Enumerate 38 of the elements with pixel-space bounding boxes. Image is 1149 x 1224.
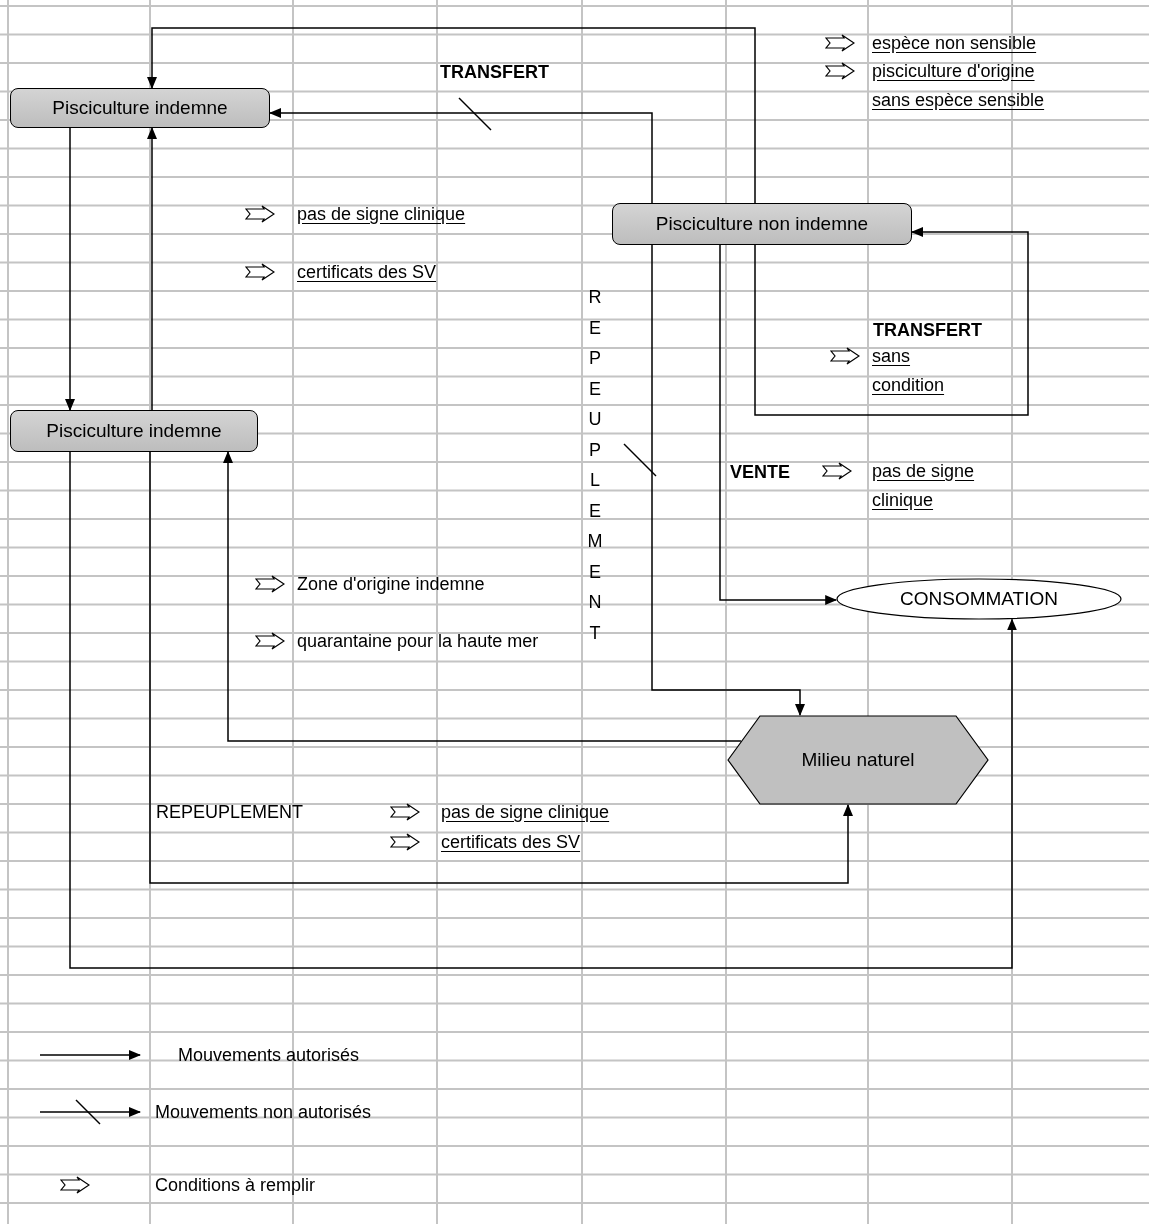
- node-label: Pisciculture indemne: [52, 97, 228, 119]
- condition-text: espèce non sensible: [872, 32, 1037, 55]
- legend-text: Conditions à remplir: [155, 1174, 316, 1197]
- terminal-ellipse: [836, 578, 1122, 620]
- edge-label: VENTE: [730, 461, 790, 484]
- condition-text: Zone d'origine indemne: [297, 573, 485, 596]
- arrow: [149, 451, 853, 884]
- condition-text: quarantaine pour la haute mer: [297, 630, 539, 653]
- condition-text: sans condition: [872, 345, 946, 397]
- arrow: [147, 27, 756, 204]
- node-label: Pisciculture indemne: [46, 420, 222, 442]
- node-label: Milieu naturel: [801, 749, 915, 771]
- process-box: [10, 88, 270, 128]
- blocked-arrow: [651, 244, 805, 716]
- hexagon-shape: [727, 715, 989, 805]
- legend-text: Mouvements autorisés: [178, 1044, 360, 1067]
- condition-text: pisciculture d'origine sans espèce sensible: [872, 60, 1046, 112]
- condition-text: certificats des SV: [297, 261, 437, 284]
- arrow: [65, 127, 75, 411]
- edge-label: REPEUPLEMENT: [584, 287, 606, 653]
- condition-text: pas de signe clinique: [441, 801, 610, 824]
- arrow: [223, 451, 742, 742]
- legend-text: Mouvements non autorisés: [155, 1101, 372, 1124]
- arrow: [147, 127, 157, 411]
- condition-text: pas de signe clinique: [872, 460, 976, 512]
- edge-label: TRANSFERT: [440, 61, 549, 84]
- edge-label: TRANSFERT: [873, 319, 982, 342]
- condition-text: pas de signe clinique: [297, 203, 466, 226]
- process-box: [10, 410, 258, 452]
- node-label: CONSOMMATION: [900, 588, 1058, 610]
- process-box: [612, 203, 912, 245]
- edge-label: REPEUPLEMENT: [156, 801, 304, 824]
- arrow: [754, 227, 1029, 416]
- condition-text: certificats des SV: [441, 831, 581, 854]
- arrow: [69, 451, 1017, 969]
- node-label: Pisciculture non indemne: [655, 213, 869, 235]
- arrow: [719, 244, 838, 605]
- blocked-arrow: [269, 108, 653, 204]
